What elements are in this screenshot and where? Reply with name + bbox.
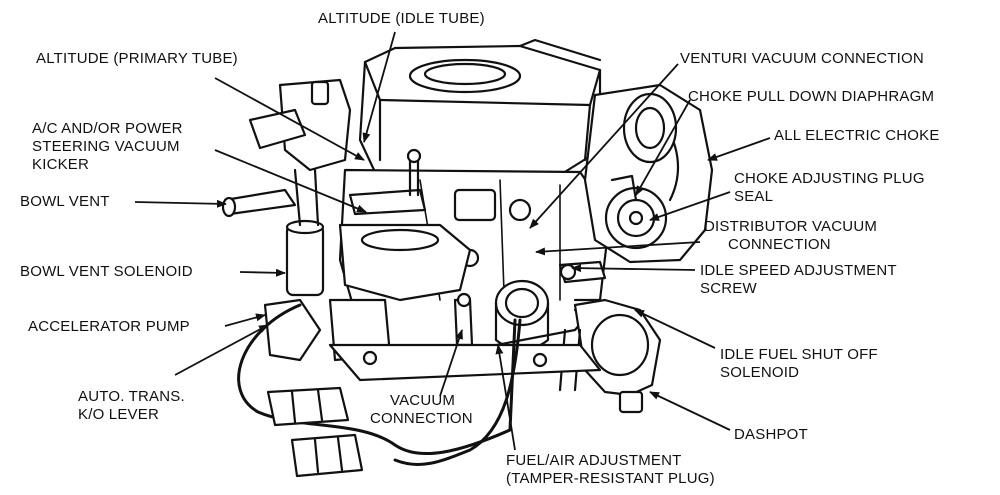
leader-vacuum-connection [439,329,463,397]
label-auto-trans-line1: AUTO. TRANS. [78,388,185,405]
label-idle-fuel-shutoff: IDLE FUEL SHUT OFF SOLENOID [720,346,878,382]
connector-lower [292,435,362,476]
bowl-vent-bracket [280,80,350,170]
label-ac-kicker-line2: STEERING VACUUM [32,138,180,155]
label-dashpot: DASHPOT [734,426,808,443]
leader-dashpot [649,391,731,431]
carburetor-illustration [223,40,712,476]
label-ac-kicker: A/C AND/OR POWER STEERING VACUUM KICKER [32,120,183,174]
leader-distributor [535,241,701,256]
label-choke-pull-down: CHOKE PULL DOWN DIAPHRAGM [688,88,935,105]
label-altitude-idle-tube: ALTITUDE (IDLE TUBE) [318,10,485,27]
label-distributor-line2: CONNECTION [728,236,831,253]
leader-idle-fuel [634,309,716,349]
label-fuel-air-line1: FUEL/AIR ADJUSTMENT [506,452,682,469]
label-fuel-air-line2: (TAMPER-RESISTANT PLUG) [506,470,715,487]
label-distributor-vacuum: DISTRIBUTOR VACUUM CONNECTION [704,218,877,254]
leader-fuel-air [495,344,516,451]
leader-bowl-vent [134,199,227,208]
label-vacuum-line2: CONNECTION [370,410,473,427]
bowl-vent-solenoid [287,225,323,295]
leader-choke-pull [635,99,691,196]
label-vacuum-line1: VACUUM [390,392,456,409]
label-idle-fuel-line1: IDLE FUEL SHUT OFF [720,346,878,363]
label-vacuum-connection: VACUUM CONNECTION [370,392,473,428]
leader-altitude-idle [362,31,396,143]
label-bowl-vent: BOWL VENT [20,193,110,210]
label-bowl-vent-solenoid: BOWL VENT SOLENOID [20,263,193,280]
label-choke-adjusting-plug: CHOKE ADJUSTING PLUG SEAL [734,170,925,206]
label-auto-trans-lever: AUTO. TRANS. K/O LEVER [78,388,185,424]
label-idle-speed-screw: IDLE SPEED ADJUSTMENT SCREW [700,262,897,298]
wiring-harness [239,305,515,454]
label-auto-trans-line2: K/O LEVER [78,406,159,423]
leader-altitude-primary [214,77,365,161]
label-idle-speed-line2: SCREW [700,280,757,297]
label-all-electric-choke: ALL ELECTRIC CHOKE [774,127,940,144]
label-idle-speed-line1: IDLE SPEED ADJUSTMENT [700,262,897,279]
label-choke-adjust-line2: SEAL [734,188,774,205]
leader-all-electric [707,137,771,161]
label-altitude-primary-tube: ALTITUDE (PRIMARY TUBE) [36,50,238,67]
label-choke-adjust-line1: CHOKE ADJUSTING PLUG [734,170,925,187]
label-fuel-air-adjustment: FUEL/AIR ADJUSTMENT (TAMPER-RESISTANT PL… [506,452,715,488]
leader-auto-trans [174,324,269,376]
label-ac-kicker-line1: A/C AND/OR POWER [32,120,183,137]
label-accelerator-pump: ACCELERATOR PUMP [28,318,190,335]
label-idle-fuel-line2: SOLENOID [720,364,800,381]
leader-choke-adjust [649,191,731,221]
label-distributor-line1: DISTRIBUTOR VACUUM [704,218,878,235]
leader-venturi [529,63,679,229]
leader-ac-kicker [214,149,367,213]
leader-bowl-vent-solenoid [239,268,286,277]
leader-accelerator-pump [224,313,266,327]
label-ac-kicker-line3: KICKER [32,156,90,173]
leader-idle-speed [571,264,696,273]
connector-upper [268,388,348,425]
label-venturi-vacuum: VENTURI VACUUM CONNECTION [680,50,924,67]
